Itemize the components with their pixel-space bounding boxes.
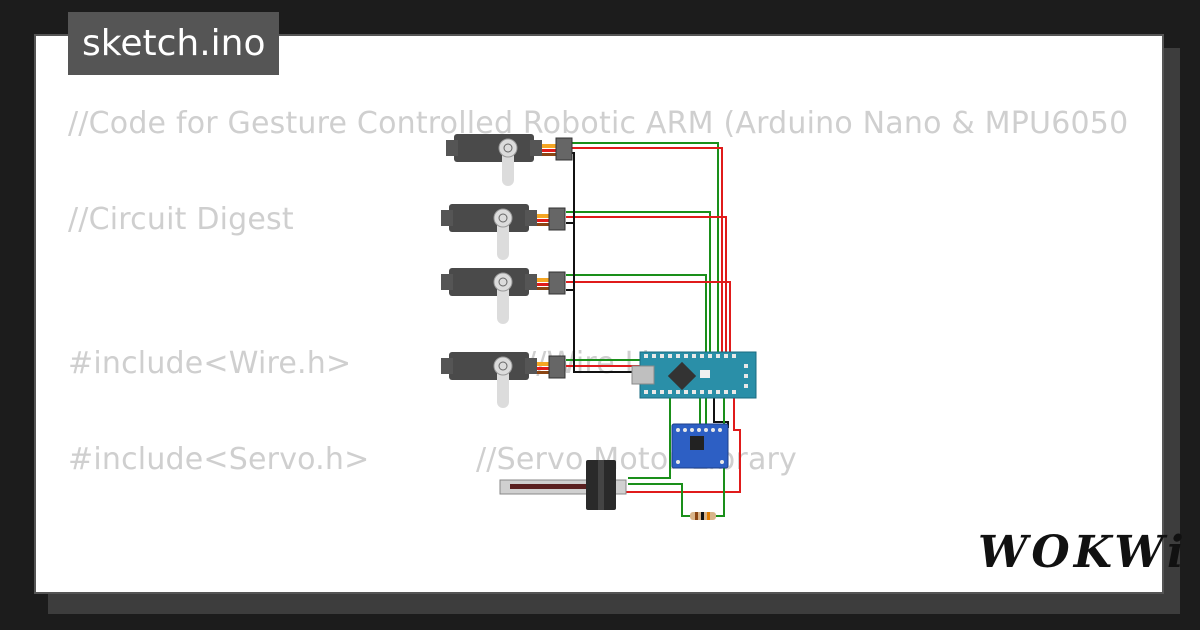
wire-black [571,152,740,373]
slide-potentiometer [499,460,627,510]
servo-motor [446,134,573,186]
wire-green [628,483,690,517]
wire-red [566,281,731,355]
wire-red [626,398,741,493]
code-line-1: //Code for Gesture Controlled Robotic AR… [68,106,1129,141]
wire-red [566,216,727,355]
code-line-4: #include<Servo.h> [68,442,370,477]
servo-motor [441,268,566,324]
code-line-2: //Circuit Digest [68,202,294,237]
wokwi-logo: WOKWi [978,527,1188,578]
arduino-nano-board [631,351,757,399]
servo-motor [441,204,566,260]
servo-motor [441,352,566,408]
wire-green [571,142,719,355]
resistor [690,512,716,520]
file-tab[interactable]: sketch.ino [68,12,280,75]
preview-card: //Code for Gesture Controlled Robotic AR… [34,34,1164,594]
wire-green [566,211,711,355]
wire-green [566,274,707,355]
mpu6050-sensor [671,423,729,469]
wire-red [571,147,723,355]
wire-green [628,396,671,479]
code-line-3: #include<Wire.h> [68,346,352,381]
